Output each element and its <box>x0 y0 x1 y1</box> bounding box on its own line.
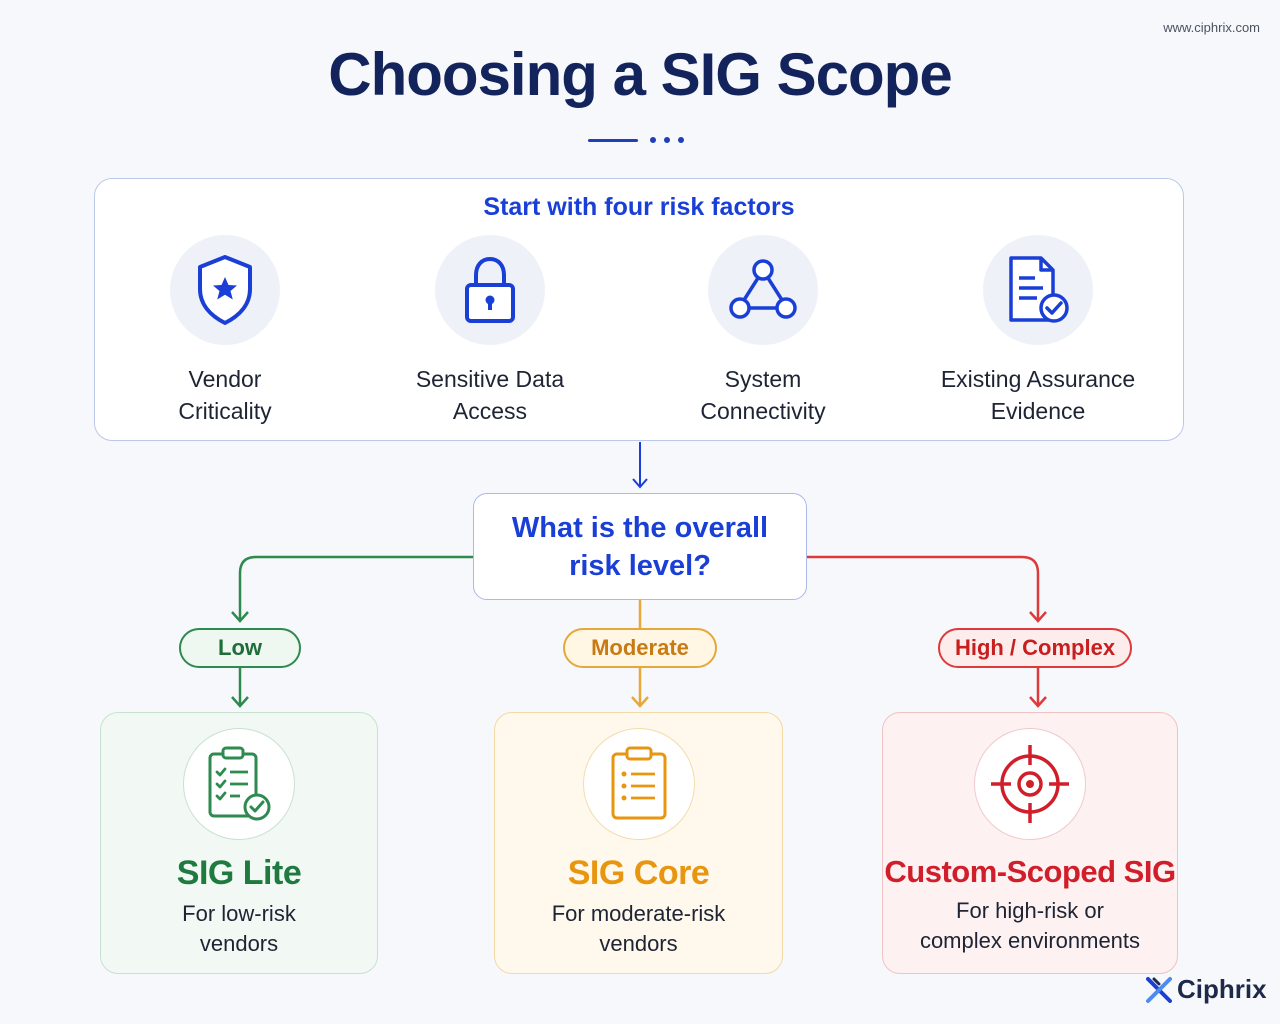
list-clipboard-icon <box>611 746 666 820</box>
title-divider <box>588 133 692 147</box>
level-moderate-pill: Moderate <box>563 628 717 668</box>
factor-vendor-criticality: Vendor Criticality <box>105 235 345 427</box>
brand-name: Ciphrix <box>1177 974 1267 1004</box>
outcome-card-sig-core: SIG Core For moderate-risk vendors <box>494 712 783 974</box>
factor-label: System Connectivity <box>700 366 826 424</box>
outcome-name: SIG Core <box>567 854 710 892</box>
factor-label: Sensitive Data Access <box>415 366 565 424</box>
factor-label: Vendor Criticality <box>178 366 272 424</box>
network-nodes-icon <box>729 259 797 319</box>
high-branch-connector <box>807 555 1040 620</box>
outcome-name: Custom-Scoped SIG <box>884 854 1176 889</box>
outcome-description: For moderate-risk vendors <box>551 901 726 956</box>
level-high-complex-pill: High / Complex <box>938 628 1132 668</box>
ciphrix-logo-icon <box>1146 976 1172 1003</box>
site-url: www.ciphrix.com <box>1163 20 1260 35</box>
checklist-clipboard-icon <box>208 746 271 821</box>
brand-logo: Ciphrix <box>1145 974 1267 1005</box>
risk-level-question: What is the overall risk level? <box>511 511 769 582</box>
padlock-icon <box>465 256 515 323</box>
page-title: Choosing a SIG Scope <box>328 41 952 108</box>
outcome-name: SIG Lite <box>176 854 302 892</box>
factor-existing-assurance-evidence: Existing Assurance Evidence <box>918 235 1158 427</box>
risk-factors-heading: Start with four risk factors <box>483 193 795 221</box>
document-check-icon <box>1009 256 1069 323</box>
factor-system-connectivity: System Connectivity <box>643 235 883 427</box>
target-crosshair-icon <box>991 745 1069 823</box>
factor-label: Existing Assurance Evidence <box>940 366 1136 424</box>
outcome-card-sig-lite: SIG Lite For low-risk vendors <box>100 712 378 974</box>
level-low-pill: Low <box>179 628 301 668</box>
outcome-description: For high-risk or complex environments <box>919 898 1141 953</box>
outcome-description: For low-risk vendors <box>182 901 296 956</box>
risk-level-question-box: What is the overall risk level? <box>473 493 807 600</box>
outcome-card-custom-scoped-sig: Custom-Scoped SIG For high-risk or compl… <box>882 712 1178 974</box>
shield-star-icon <box>198 255 252 325</box>
factor-sensitive-data-access: Sensitive Data Access <box>370 235 610 427</box>
low-branch-connector <box>238 555 473 620</box>
